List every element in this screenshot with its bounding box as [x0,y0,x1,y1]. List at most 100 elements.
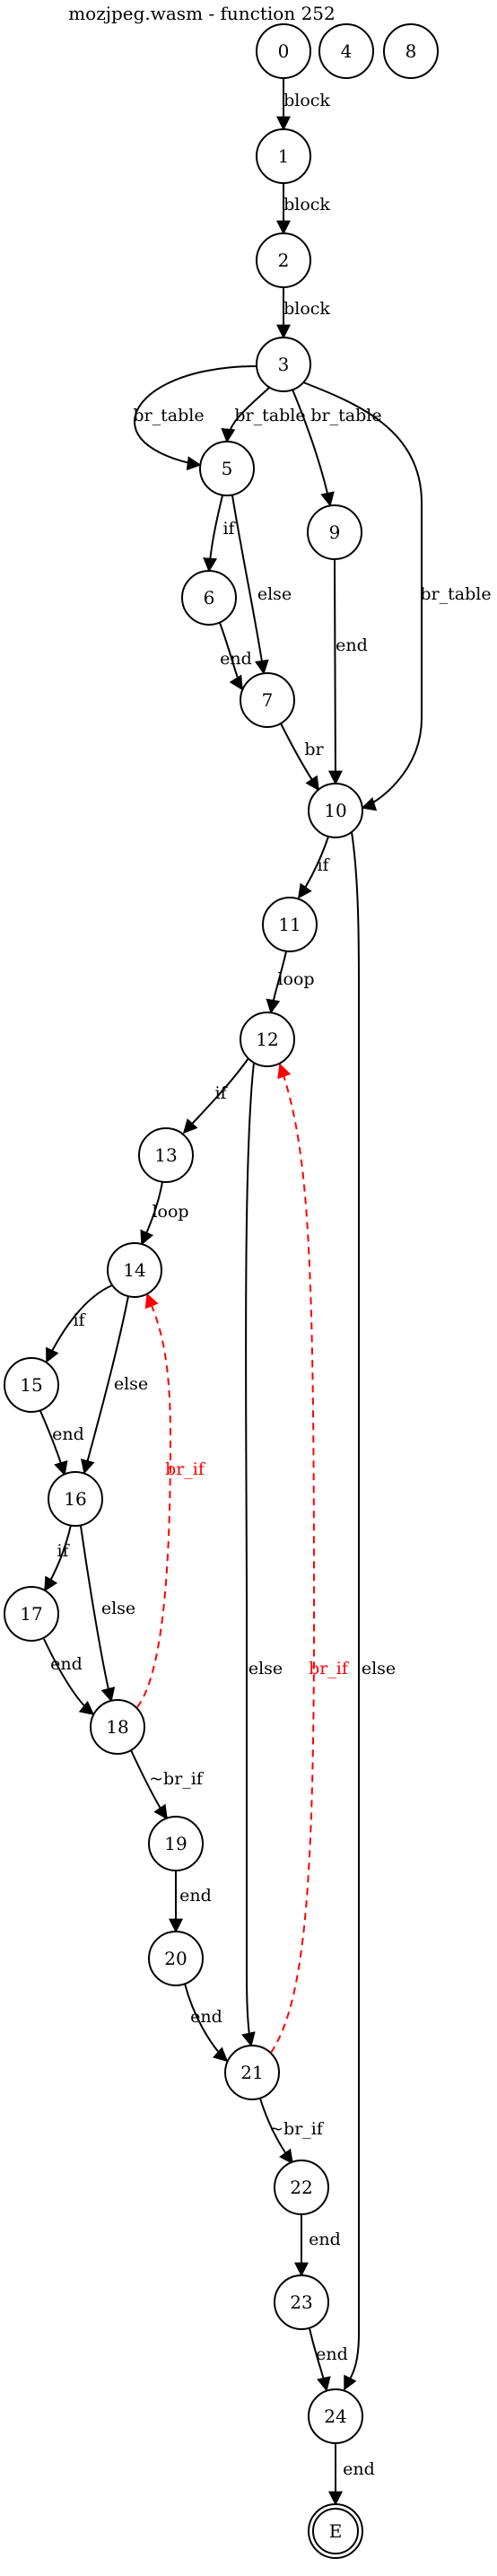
node-circle-9 [307,504,362,560]
edge-line-5-7 [231,495,269,675]
edge-label-16-18: else [101,1599,135,1618]
edge-label-3-10: br_table [420,584,491,604]
edge-label-18-14: br_if [165,1459,206,1479]
node-label-2: 2 [278,250,290,271]
node-16: 16 [48,1471,103,1527]
node-inner-circle-E [312,2508,359,2554]
edge-3-10: br_table [302,381,492,811]
node-circle-10 [308,783,363,838]
edge-3-5: br_table [221,387,306,443]
node-label-16: 16 [64,1488,86,1510]
edge-label-23-24: end [316,2344,348,2364]
edge-line-13-14 [140,1181,163,1246]
edge-label-0-1: block [283,91,330,110]
edge-label-3-5: br_table [234,406,305,425]
node-12: 12 [240,1012,295,1067]
edge-line-3-5 [133,365,257,471]
node-2: 2 [256,232,311,288]
node-label-9: 9 [329,521,341,543]
edge-label-12-21: else [248,1659,283,1678]
edge-label-14-15: if [73,1310,86,1330]
edge-19-20: end [169,1871,212,1933]
node-19: 19 [148,1816,204,1871]
edge-10-11: if [298,836,331,899]
edge-label-15-16: end [52,1424,84,1444]
edge-label-2-3: block [283,299,330,319]
edge-label-24-E: end [343,2459,375,2479]
edge-5-7: else [231,495,292,675]
edge-label-5-7: else [257,584,292,604]
edge-label-22-23: end [309,2230,341,2249]
edge-3-5: br_table [133,365,257,471]
node-1: 1 [256,128,311,184]
edge-line-21-12 [270,1063,316,2054]
node-circle-1 [256,128,311,184]
node-14: 14 [107,1242,162,1298]
node-label-11: 11 [278,914,301,935]
edge-label-21-12: br_if [309,1659,350,1678]
edge-line-7-10 [280,723,319,792]
node-label-13: 13 [154,1144,177,1166]
node-E: E [308,2503,363,2559]
edge-2-3: block [276,287,330,339]
node-circle-13 [138,1127,194,1183]
edge-14-16: else [81,1295,148,1475]
node-label-15: 15 [20,1374,42,1396]
node-label-20: 20 [164,1948,187,1969]
edge-label-21-22: ~br_if [269,2119,325,2139]
edge-label-11-12: loop [277,969,314,989]
edge-line-3-5 [221,387,270,443]
node-6: 6 [181,570,237,626]
edge-5-6: if [203,495,237,573]
node-label-4: 4 [341,40,353,62]
node-circle-2 [256,232,311,288]
edge-13-14: loop [140,1181,189,1246]
edge-line-16-18 [80,1525,116,1703]
node-3: 3 [256,337,311,392]
node-circle-4 [318,23,374,79]
edge-21-22: ~br_if [259,2098,325,2165]
edge-line-9-10 [327,558,343,785]
edge-label-5-6: if [222,519,236,539]
edge-20-21: end [184,1983,229,2063]
edge-3-9: br_table [292,389,382,507]
edge-line-3-9 [292,389,335,507]
edge-21-12: br_if [270,1063,350,2054]
edge-line-16-17 [44,1524,72,1592]
edge-line-11-12 [266,951,287,1014]
edge-23-24: end [309,2327,348,2392]
node-circle-23 [274,2274,329,2330]
node-label-19: 19 [164,1833,187,1854]
node-13: 13 [138,1127,194,1183]
edge-12-21: else [241,1062,283,2047]
node-circle-21 [224,2045,280,2100]
edge-label-10-24: else [362,1659,396,1678]
edge-label-12-13: if [214,1083,228,1103]
edge-10-24: else [344,831,396,2391]
node-21: 21 [224,2045,280,2100]
node-label-12: 12 [256,1029,278,1050]
node-18: 18 [90,1699,145,1755]
node-label-10: 10 [324,800,346,821]
edge-label-19-20: end [179,1886,212,1906]
edge-label-3-5: br_table [133,406,204,425]
edge-line-18-14 [136,1292,172,1708]
node-11: 11 [262,897,318,952]
edge-line-15-16 [39,1410,68,1476]
node-circle-18 [90,1699,145,1755]
edge-17-18: end [43,1638,95,1715]
edge-1-2: block [276,183,330,235]
node-label-7: 7 [262,689,274,711]
node-circle-15 [4,1357,59,1413]
node-24: 24 [308,2388,363,2444]
edge-line-23-24 [309,2327,331,2392]
edge-label-6-7: end [220,649,252,669]
edge-label-16-17: if [57,1541,70,1561]
node-circle-5 [199,441,255,496]
node-circle-14 [107,1242,162,1298]
edge-14-15: if [46,1284,113,1363]
edge-label-10-11: if [317,855,330,875]
node-label-0: 0 [278,40,290,62]
node-label-14: 14 [123,1259,145,1281]
edge-18-14: br_if [136,1292,206,1708]
